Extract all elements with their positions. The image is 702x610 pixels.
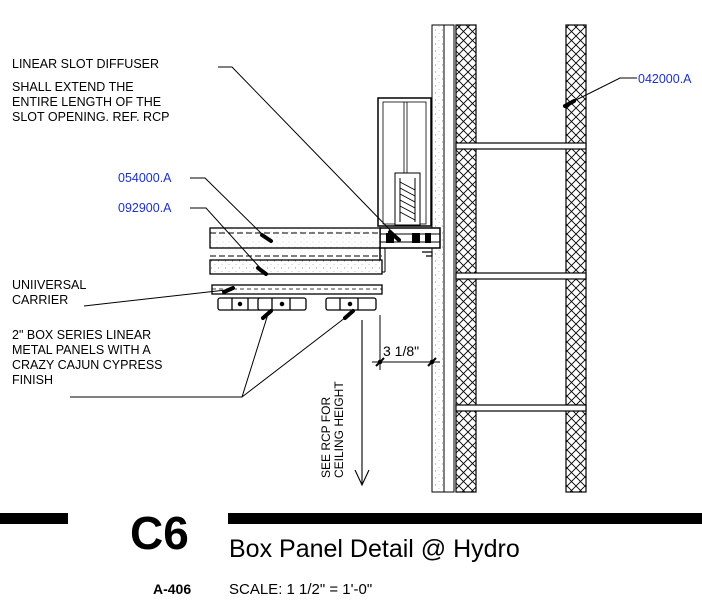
detail-scale: SCALE: 1 1/2" = 1'-0": [229, 581, 372, 598]
ceiling-framing: [209, 227, 383, 295]
leader-masonry: [569, 77, 637, 104]
rcp-note-line-2: CEILING HEIGHT: [332, 381, 346, 478]
dimension-label: 3 1/8": [383, 343, 419, 359]
diffuser-note-line-1: LINEAR SLOT DIFFUSER: [12, 57, 159, 71]
diffuser-note-line-2: SHALL EXTEND THE: [12, 80, 134, 94]
linear-slot-diffuser: [377, 97, 432, 227]
panels-note-line-4: FINISH: [12, 373, 53, 387]
leader-diffuser: [218, 66, 396, 236]
rcp-note-line-1: SEE RCP FOR: [319, 397, 333, 478]
leader-framing: [190, 177, 267, 239]
leader-carrier: [83, 289, 227, 307]
panels-note-line-3: CRAZY CAJUN CYPRESS: [12, 358, 163, 372]
leader-panels: [70, 313, 351, 398]
rcp-note-group: SEE RCP FOR CEILING HEIGHT: [319, 381, 346, 478]
title-bar-left: [0, 513, 68, 524]
wall-air-gap: [443, 24, 455, 493]
panels-note-line-1: 2" BOX SERIES LINEAR: [12, 328, 151, 342]
tag-framing[interactable]: 054000.A: [118, 171, 172, 185]
sheet-number[interactable]: A-406: [153, 581, 191, 597]
leader-lines: [70, 66, 637, 398]
title-block: C6 Box Panel Detail @ Hydro A-406 SCALE:…: [0, 507, 702, 598]
cavity-ties: [455, 142, 587, 412]
wall-sheathing: [431, 24, 445, 493]
tag-masonry[interactable]: 042000.A: [638, 72, 692, 86]
detail-id: C6: [130, 507, 189, 559]
carrier-note-line-1: UNIIVERSAL: [12, 278, 86, 292]
slot-trim: [379, 227, 441, 273]
masonry-wythe-inner: [455, 24, 477, 493]
title-bar-right: [228, 513, 702, 524]
carrier-note-line-2: CARRIER: [12, 293, 68, 307]
panels-note-line-2: METAL PANELS WITH A: [12, 343, 151, 357]
wall-assembly: [431, 24, 587, 493]
diffuser-note-line-3: ENTIRE LENGTH OF THE: [12, 95, 161, 109]
detail-name: Box Panel Detail @ Hydro: [229, 535, 520, 563]
box-metal-panels: [217, 297, 377, 311]
tag-gypsum[interactable]: 092900.A: [118, 201, 172, 215]
dimension-3-1-8: [372, 315, 440, 370]
ceiling-height-arrow: [354, 320, 370, 487]
leader-terminators: [222, 99, 576, 320]
masonry-wythe-outer: [565, 24, 587, 493]
diffuser-note-line-4: SLOT OPENING. REF. RCP: [12, 110, 169, 124]
leader-gypsum: [190, 207, 263, 271]
